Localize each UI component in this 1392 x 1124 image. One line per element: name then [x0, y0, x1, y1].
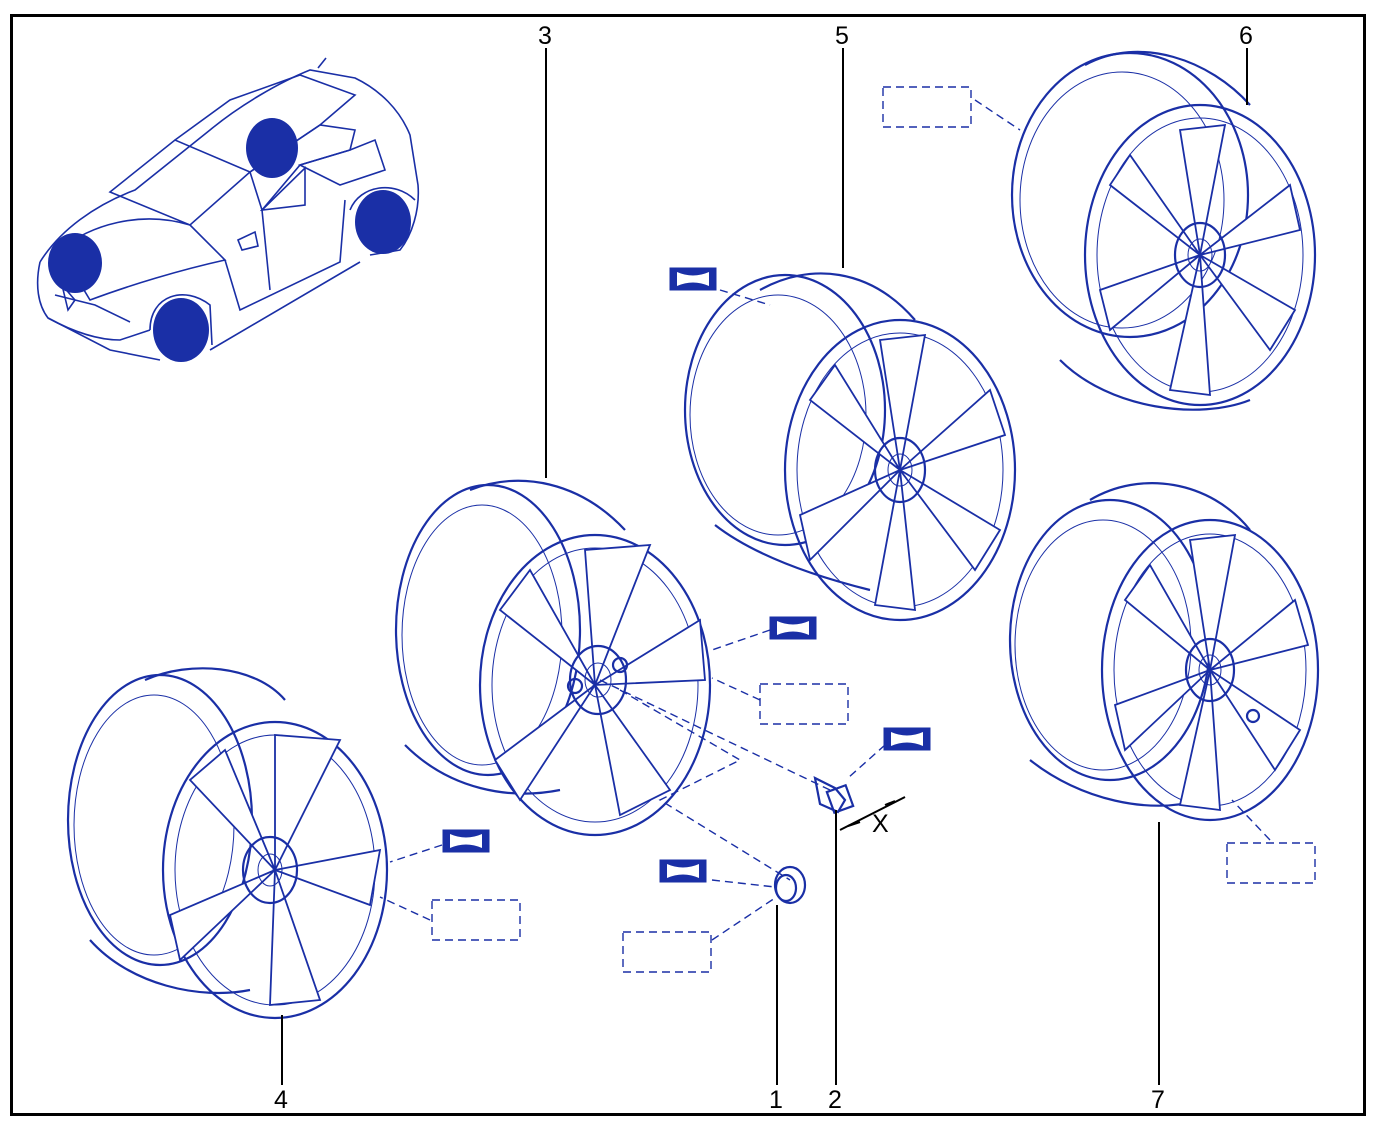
- callout-1: 1: [769, 1086, 783, 1114]
- tag-center-cap: [659, 859, 707, 883]
- dimension-x-label: X: [872, 810, 889, 838]
- tag-wheel-3: [769, 616, 817, 640]
- callout-5: 5: [835, 22, 849, 50]
- callout-3: 3: [538, 22, 552, 50]
- ref-box-wheel-3: [759, 683, 849, 725]
- center-cap: [773, 865, 807, 905]
- callout-2: 2: [828, 1086, 842, 1114]
- wheel-4: [66, 667, 389, 1020]
- rear-right-wheel-marker: [355, 190, 411, 254]
- ref-box-wheel-6: [882, 86, 972, 128]
- rear-left-wheel-marker: [246, 118, 298, 178]
- ref-box-wheel-7: [1226, 842, 1316, 884]
- tag-wheel-4: [442, 829, 490, 853]
- callout-leaders: [281, 48, 1248, 1085]
- reference-boxes: [431, 86, 1316, 973]
- tag-wheel-5: [669, 267, 717, 291]
- vehicle-locator-illustration: [36, 57, 420, 362]
- torque-tags: [442, 267, 931, 883]
- front-right-wheel-marker: [153, 298, 209, 362]
- lug-bolt: [813, 776, 855, 815]
- ref-box-center-cap: [622, 931, 712, 973]
- callout-7: 7: [1151, 1086, 1165, 1114]
- tag-bolt: [883, 727, 931, 751]
- callout-numbers: 3 5 6 4 1 2 7: [274, 22, 1253, 1114]
- front-left-wheel-marker: [48, 233, 102, 293]
- assembly-leaders: [379, 99, 1271, 941]
- callout-4: 4: [274, 1086, 288, 1114]
- wheel-7: [1008, 482, 1320, 822]
- wheel-6: [1010, 50, 1317, 411]
- bolt-length-dimension: X: [839, 796, 906, 838]
- ref-box-wheel-4: [431, 899, 521, 941]
- wheel-5: [683, 272, 1017, 622]
- wheel-3: [394, 479, 712, 837]
- callout-6: 6: [1239, 22, 1253, 50]
